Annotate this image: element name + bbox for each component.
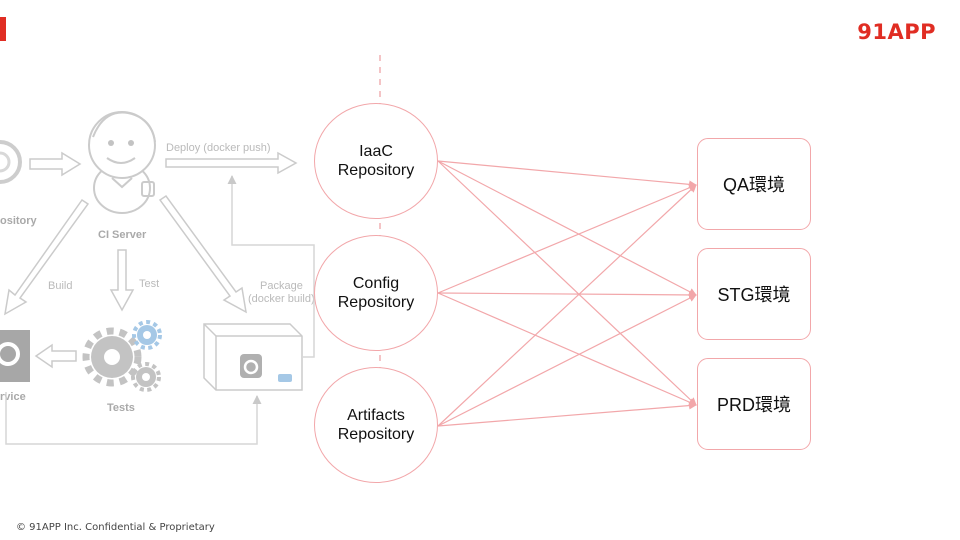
confidential-footer: © 91APP Inc. Confidential & Proprietary: [16, 522, 215, 533]
jenkins-icon: [88, 111, 156, 214]
artifacts-repository-node: Artifacts Repository: [314, 367, 438, 483]
connector-config-stg: [437, 290, 697, 299]
connector-config-qa: [437, 184, 697, 294]
connector-iaac-qa: [437, 160, 697, 189]
tests-to-service-arrow: [34, 343, 77, 369]
prd-environment-node: PRD環境: [697, 358, 811, 450]
config-repository-label: Config Repository: [337, 275, 415, 311]
container-box-icon: [203, 323, 303, 391]
connector-config-prd: [437, 292, 697, 406]
prd-environment-label: PRD環境: [716, 395, 791, 415]
stg-environment-node: STG環境: [697, 248, 811, 340]
package-to-deploy-connector: [227, 175, 315, 358]
deploy-arrow: [165, 151, 298, 175]
ci-server-label: CI Server: [98, 229, 147, 241]
iaac-repository-node: IaaC Repository: [314, 103, 438, 219]
qa-environment-node: QA環境: [697, 138, 811, 230]
connector-artifacts-prd: [437, 401, 697, 427]
config-repository-node: Config Repository: [314, 235, 438, 351]
connector-iaac-prd: [437, 160, 697, 406]
package-arrow: [158, 194, 247, 314]
repository-icon: [0, 140, 22, 184]
iaac-repository-label: IaaC Repository: [337, 143, 415, 179]
artifacts-repository-label: Artifacts Repository: [337, 407, 415, 443]
tests-label: Tests: [107, 402, 135, 414]
build-arrow: [4, 198, 90, 316]
repository-partial-label: ository: [0, 215, 38, 227]
tests-gears-icon: [82, 320, 162, 392]
qa-environment-label: QA環境: [722, 175, 785, 195]
connector-artifacts-qa: [437, 184, 697, 427]
title-accent-bar: [0, 17, 6, 41]
package-label-line1: Package: [260, 280, 303, 292]
build-label: Build: [48, 280, 72, 292]
ci-pipeline-background: ository CI Server Deploy (docker push) B…: [0, 111, 315, 445]
commit-arrow: [29, 151, 82, 177]
package-label-line2: (docker build): [248, 293, 315, 305]
repository-environment-connectors: [437, 160, 697, 427]
service-icon: [0, 330, 30, 382]
stg-environment-label: STG環境: [717, 285, 791, 305]
deploy-label: Deploy (docker push): [166, 142, 271, 154]
test-arrow: [109, 249, 135, 312]
loop-back-connector: [5, 392, 262, 445]
test-label: Test: [139, 278, 159, 290]
connector-artifacts-stg: [437, 294, 697, 427]
connector-iaac-stg: [437, 160, 697, 296]
company-logo: 91APP: [857, 20, 936, 44]
service-partial-label: rvice: [0, 391, 26, 403]
